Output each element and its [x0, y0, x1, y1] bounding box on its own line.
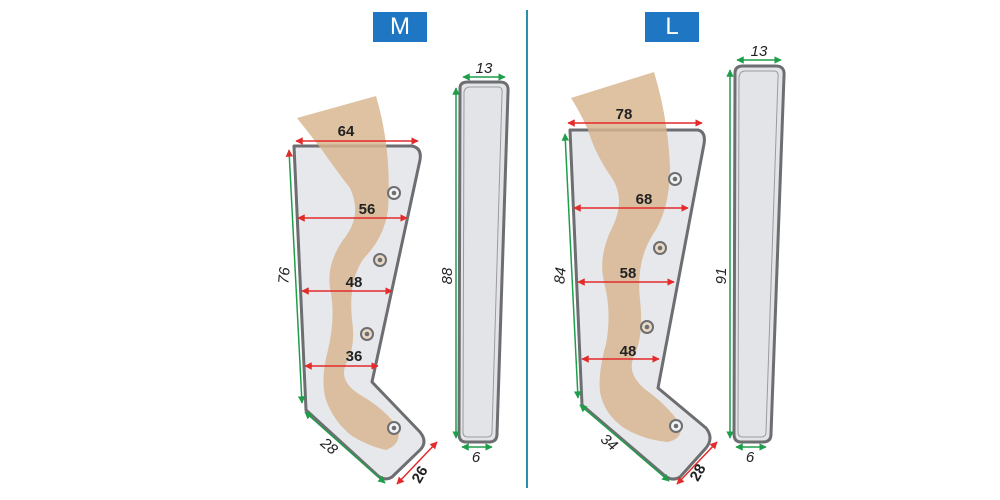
strip-top-label: 13: [751, 43, 768, 60]
height-label: 76: [275, 266, 293, 285]
width-label: 48: [346, 274, 363, 291]
width-label: 68: [636, 191, 653, 208]
size-l-group: 78 68 58 48 28 84 34 13 91 6: [551, 43, 786, 485]
foot-length-line: [304, 411, 386, 484]
foot-width-label: 26: [409, 463, 432, 486]
strip-length-label: 91: [713, 268, 730, 285]
air-valve: [360, 327, 374, 341]
air-valve: [387, 186, 401, 200]
air-valve: [669, 419, 683, 433]
height-line: [285, 149, 306, 404]
side-strip-l: [732, 64, 786, 444]
air-valve: [387, 421, 401, 435]
size-m-group: 64 56 48 36 26 76 28 13 88 6: [275, 60, 510, 486]
size-badge-m: M: [373, 12, 427, 42]
strip-inner-edge: [462, 86, 503, 438]
width-label: 56: [359, 201, 376, 218]
height-label: 84: [551, 267, 569, 285]
width-label: 78: [616, 106, 633, 123]
air-valve: [373, 253, 387, 267]
air-valve: [653, 241, 667, 255]
width-label: 58: [620, 265, 637, 282]
foot-length-line: [579, 404, 670, 482]
strip-length-label: 88: [439, 267, 456, 284]
width-label: 48: [620, 343, 637, 360]
foot-width-label: 28: [687, 461, 710, 484]
strip-bottom-label: 6: [472, 449, 481, 466]
leg-silhouette-l: [571, 72, 681, 442]
size-badge-l: L: [645, 12, 699, 42]
air-valve: [640, 320, 654, 334]
foot-width-line: [676, 441, 718, 485]
side-strip-m: [457, 80, 510, 444]
strip-inner-edge: [737, 70, 779, 438]
foot-width-line: [396, 441, 438, 485]
air-valve: [668, 172, 682, 186]
width-label: 64: [338, 123, 355, 140]
height-line: [561, 133, 582, 399]
strip-top-label: 13: [476, 60, 493, 77]
strip-bottom-label: 6: [746, 449, 755, 466]
width-label: 36: [346, 348, 363, 365]
leg-silhouette-m: [297, 96, 399, 450]
